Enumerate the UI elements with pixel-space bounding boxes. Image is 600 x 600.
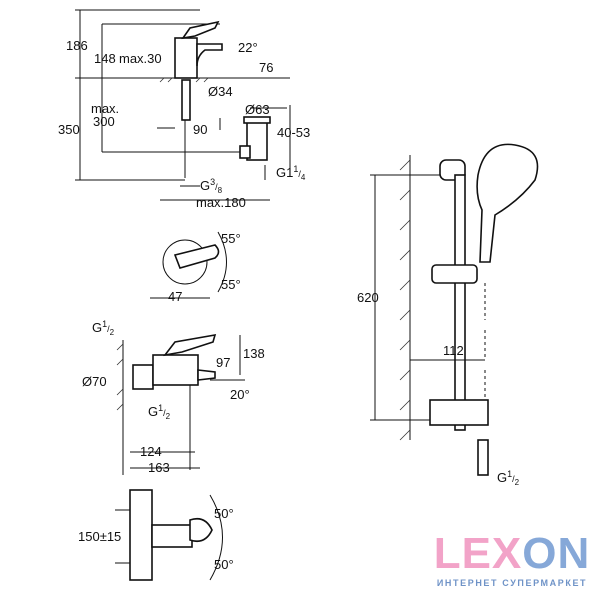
dim-55deg-bottom: 55° [221,277,241,292]
dim-112: 112 [443,343,464,358]
dim-47: 47 [168,289,182,304]
dim-g12-shower: G1/2 [497,469,520,487]
bath-mixer-front [115,489,223,581]
dim-g12-top: G1/2 [92,319,115,337]
dim-90: 90 [193,122,207,137]
bath-mixer-side [116,333,245,475]
dim-97: 97 [216,355,230,370]
dim-150: 150±15 [78,529,121,544]
shower-rail-drawing [370,143,539,476]
dim-d63: Ø63 [245,102,270,117]
lever-top-view [150,231,227,299]
dim-138: 138 [243,346,265,361]
lexon-logo: LEXON ИНТЕРНЕТ СУПЕРМАРКЕТ [433,529,591,589]
dim-max180: max.180 [196,195,246,210]
dim-50deg-top: 50° [214,506,234,521]
dim-76: 76 [259,60,273,75]
dim-22deg: 22° [238,40,258,55]
dim-d70: Ø70 [82,374,107,389]
dim-186: 186 [66,38,88,53]
basin-mixer-drawing [75,9,291,201]
dim-55deg-top: 55° [221,231,241,246]
dim-d34: Ø34 [208,84,233,99]
dim-g12-bottom: G1/2 [148,403,171,421]
dim-620: 620 [357,290,379,305]
dim-124: 124 [140,444,162,459]
dim-148: 148 [94,51,116,66]
dim-max: max. [91,101,119,116]
logo-tagline: ИНТЕРНЕТ СУПЕРМАРКЕТ [436,578,588,588]
dim-300: 300 [93,114,115,129]
dim-163: 163 [148,460,170,475]
dim-20deg: 20° [230,387,250,402]
power-icon: O [522,529,558,578]
dim-g114: G11/4 [276,164,306,182]
dim-g38: G3/8 [200,177,223,195]
dim-50deg-bottom: 50° [214,557,234,572]
dim-350: 350 [58,122,80,137]
dim-max30: max.30 [119,51,162,66]
dim-40-53: 40-53 [277,125,310,140]
